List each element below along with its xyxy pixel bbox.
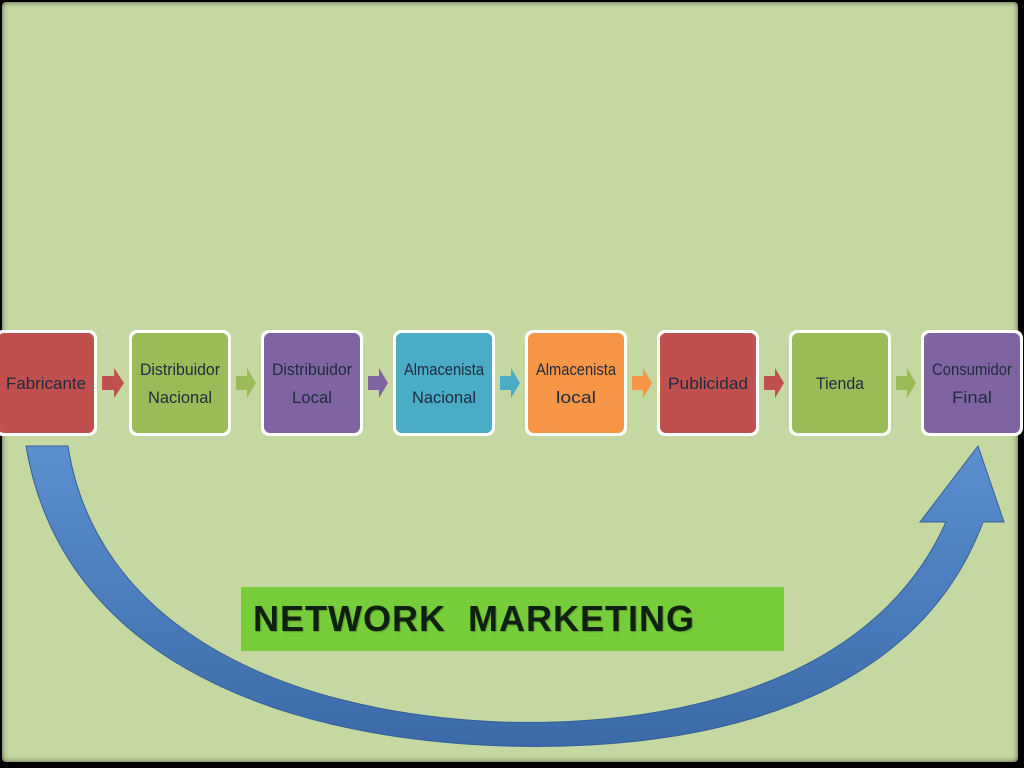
chain-step-label: Almacenista xyxy=(536,360,616,379)
connector-arrow xyxy=(632,368,652,398)
chain-step-label: Publicidad xyxy=(668,374,748,393)
chain-step: Fabricante xyxy=(0,330,97,436)
chain-step-box xyxy=(660,333,756,433)
chain-step-label: Nacional xyxy=(148,388,212,407)
chain-step-box xyxy=(792,333,888,433)
connector-arrow xyxy=(764,368,784,398)
chain-step-box xyxy=(0,333,94,433)
connector-arrow xyxy=(896,368,916,398)
chain-layer: FabricanteDistribuidorNacionalDistribuid… xyxy=(0,330,1023,436)
chain-step-label: Local xyxy=(292,388,332,407)
connector-arrow xyxy=(368,368,388,398)
chain-step-label: local xyxy=(556,388,596,407)
chain-step-box xyxy=(132,333,228,433)
network-marketing-title: NETWORK MARKETING xyxy=(253,598,695,639)
chain-step: Almacenista local xyxy=(525,330,627,436)
connector-arrow xyxy=(236,368,256,398)
network-marketing-banner: NETWORK MARKETING xyxy=(241,587,784,651)
chain-step-label: Fabricante xyxy=(6,374,86,393)
chain-step: Publicidad xyxy=(657,330,759,436)
chain-step-label: Distribuidor xyxy=(272,360,352,379)
chain-step-box xyxy=(528,333,624,433)
chain-step-box xyxy=(924,333,1020,433)
chain-step-label: Tienda xyxy=(816,374,864,393)
connector-arrow xyxy=(500,368,520,398)
curved-arrow xyxy=(25,444,1005,747)
chain-step-box xyxy=(396,333,492,433)
chain-step-label: Consumidor xyxy=(932,360,1012,379)
connector-arrow xyxy=(102,368,124,398)
chain-step-label: Nacional xyxy=(412,388,476,407)
chain-step-label: Distribuidor xyxy=(140,360,220,379)
chain-step-label: Final xyxy=(952,388,992,407)
chain-step-label: Almacenista xyxy=(404,360,484,379)
chain-step-box xyxy=(264,333,360,433)
chain-step: Tienda xyxy=(789,330,891,436)
